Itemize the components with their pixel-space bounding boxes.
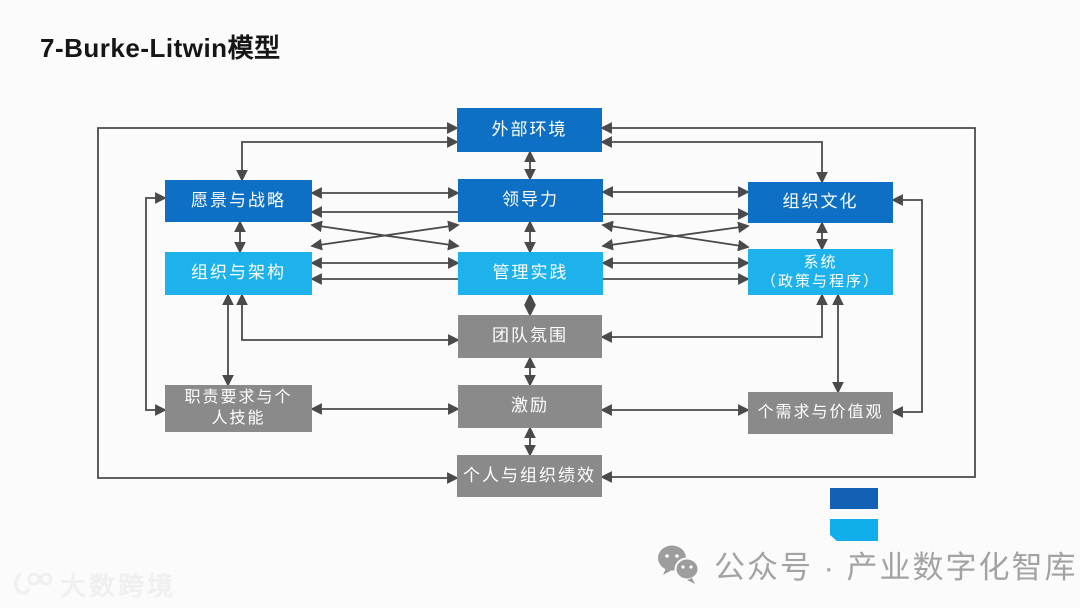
node-label: 组织与架构 <box>191 263 286 283</box>
node-label: 外部环境 <box>491 119 568 139</box>
node-systems-policies-procedures: 系统 （政策与程序） <box>748 249 893 295</box>
node-label: 领导力 <box>502 190 559 210</box>
node-label: 组织文化 <box>782 192 859 212</box>
node-label-line1: 职责要求与个 <box>184 388 293 406</box>
node-label: 激励 <box>511 396 549 416</box>
page-title: 7-Burke-Litwin模型 <box>40 33 281 63</box>
publisher-logo: 大数跨境 <box>12 566 176 603</box>
arrow-vision-tasks-bracket <box>145 192 167 416</box>
arrow-structure-climate <box>236 293 460 346</box>
node-organization-structure: 组织与架构 <box>165 252 312 295</box>
arrow-ext-env-vision <box>236 136 459 182</box>
node-team-climate: 团队氛围 <box>458 315 602 358</box>
node-task-requirements-skills: 职责要求与个 人技能 <box>165 385 312 432</box>
node-label: 团队氛围 <box>492 326 568 346</box>
node-vision-strategy: 愿景与战略 <box>165 180 312 222</box>
node-label-line2: 人技能 <box>211 409 266 427</box>
node-motivation: 激励 <box>458 385 602 428</box>
publisher-logo-text: 大数跨境 <box>60 571 177 601</box>
node-organizational-culture: 组织文化 <box>748 182 893 223</box>
arrow-performance-ext-env-right-loop <box>600 122 976 483</box>
legend-swatch-dark-blue <box>830 488 878 509</box>
node-individual-organizational-performance: 个人与组织绩效 <box>457 455 602 497</box>
node-external-environment: 外部环境 <box>457 108 602 152</box>
node-leadership: 领导力 <box>458 179 603 222</box>
arrow-ext-env-culture <box>600 136 828 184</box>
node-label: 愿景与战略 <box>191 190 286 210</box>
node-label-line1: 系统 <box>803 253 838 271</box>
arrow-management-culture-diagonal <box>601 221 750 251</box>
node-label: 个需求与价值观 <box>757 403 884 421</box>
node-individual-needs-values: 个需求与价值观 <box>748 392 893 434</box>
node-label: 管理实践 <box>492 263 569 283</box>
arrow-systems-climate <box>600 293 828 343</box>
publisher-logo-icon <box>13 571 52 595</box>
watermark-text: 公众号 · 产业数字化智库 <box>714 550 1078 585</box>
node-management-practices: 管理实践 <box>458 252 603 295</box>
arrow-structure-leadership-diagonal <box>310 220 460 251</box>
watermark: 公众号 · 产业数字化智库 <box>656 542 1078 587</box>
node-label-line2: （政策与程序） <box>760 273 880 290</box>
legend-swatch-light-blue <box>830 519 878 541</box>
arrow-culture-needs-bracket <box>891 194 923 418</box>
arrow-performance-ext-env-left-loop <box>97 122 459 484</box>
node-label: 个人与组织绩效 <box>463 465 596 485</box>
wechat-icon <box>658 545 700 584</box>
